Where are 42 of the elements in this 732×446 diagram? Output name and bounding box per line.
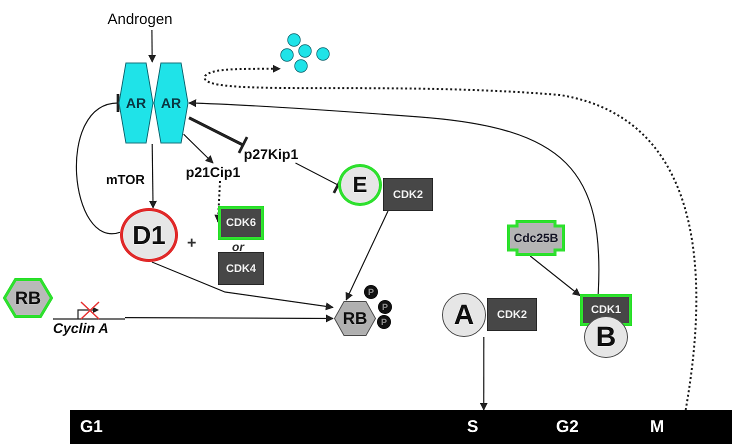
arrow: [480, 337, 488, 411]
kinase-box: CDK2: [383, 178, 433, 211]
cyclin-circle: E: [338, 164, 382, 206]
inhibition-line: [188, 116, 248, 154]
arrow: [183, 134, 214, 164]
cyclin-circle: B: [584, 316, 628, 358]
protein-hexagon: RB: [3, 278, 53, 318]
phase-label: G1: [80, 417, 103, 437]
phosphate-circle: P: [364, 285, 378, 299]
protein-label: Androgen: [105, 8, 175, 30]
edge-label: mTOR: [105, 173, 146, 186]
arrow: [148, 144, 157, 209]
arrow: [204, 64, 698, 410]
protein-hexagon: RB: [333, 300, 377, 337]
phosphate-circle: P: [378, 300, 392, 314]
arrow: [152, 261, 334, 310]
arrow: [530, 256, 581, 296]
protein-label: p21Cip1: [178, 163, 248, 181]
phase-label: M: [650, 417, 664, 437]
arrow: [188, 99, 600, 294]
receptor-hexagon: AR: [153, 62, 189, 144]
phase-label: S: [467, 417, 478, 437]
kinase-box: CDK2: [487, 298, 537, 331]
kinase-box: CDK6: [218, 206, 264, 240]
arrow: [346, 210, 389, 301]
cell-cycle-bar: [70, 410, 732, 444]
phase-label: G2: [556, 417, 579, 437]
phosphate-circle: P: [377, 315, 391, 329]
conjunction-label: or: [232, 241, 244, 253]
receptor-hexagon: AR: [118, 62, 154, 144]
ligand-dots: [280, 33, 330, 75]
gene-label: Cyclin A: [53, 321, 108, 335]
arrow: [125, 314, 334, 322]
cyclin-circle: D1: [120, 208, 178, 262]
inhibition-line: [76, 94, 122, 234]
arrow: [148, 30, 156, 63]
plus-sign: +: [187, 236, 196, 252]
phosphatase-shape: Cdc25B: [507, 220, 565, 256]
cyclin-circle: A: [442, 293, 486, 337]
protein-label: p27Kip1: [236, 145, 306, 163]
arrow: [214, 180, 222, 223]
kinase-box: CDK4: [218, 252, 264, 285]
